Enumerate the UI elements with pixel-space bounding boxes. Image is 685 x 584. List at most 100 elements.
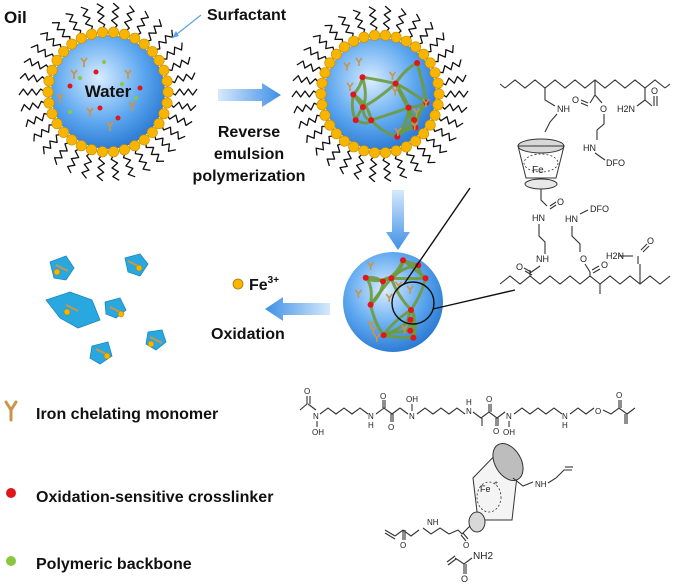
surfactant-head [379, 29, 391, 41]
chelator-monomer [70, 69, 78, 79]
surfactant-head [43, 75, 55, 87]
crosslink-node [388, 275, 395, 282]
iron-symbol: Fe [249, 277, 268, 294]
chelator-structure: O N OH N H O O N OH H N O O N OH N H O [299, 387, 636, 437]
surfactant-tail [110, 2, 120, 30]
surfactant-tail [169, 72, 196, 84]
legend-item-backbone: Polymeric backbone [6, 556, 192, 573]
surfactant-tail [292, 75, 320, 85]
crosslink-node [362, 274, 369, 281]
crosslink-node [368, 117, 375, 124]
chelator-monomer [412, 108, 421, 117]
acrylamide-structure: O NH2 [446, 551, 493, 584]
acryl-o: O [461, 574, 468, 584]
surfactant-head [379, 147, 391, 159]
surfactant-head [319, 109, 331, 121]
surfactant-tail [169, 101, 197, 112]
nanogel-core [324, 38, 436, 150]
xl-o1: O [463, 541, 469, 550]
arrow-oxidation [265, 297, 330, 321]
surfactant-head [153, 54, 165, 66]
oxidation-label: Oxidation [211, 326, 285, 343]
surfactant-tail [407, 13, 421, 40]
surfactant-tail [368, 155, 378, 183]
surfactant-tail [170, 88, 198, 96]
crosslinker-dot [67, 83, 73, 89]
chel-o6: O [595, 407, 601, 416]
legend-label-backbone: Polymeric backbone [36, 556, 192, 573]
surfactant-head [348, 141, 360, 153]
crosslink-node [359, 74, 366, 81]
surfactant-tail [395, 8, 407, 35]
step1-line1: Reverse [218, 124, 280, 141]
surfactant-head [43, 97, 55, 109]
surfactant-head [348, 35, 360, 47]
chel-h1: H [368, 421, 374, 430]
surfactant-tail [51, 21, 71, 42]
surfactant-tail [293, 102, 320, 114]
chel-o7: O [616, 391, 622, 400]
amine-label-3: HN [532, 213, 545, 223]
surfactant-head [324, 119, 336, 131]
crosslink-node [410, 334, 417, 341]
crosslink-node [407, 316, 414, 323]
surfactant-head [424, 57, 436, 69]
surfactant-heads [315, 29, 445, 159]
zoom-line-top [403, 187, 471, 285]
surfactant-head [118, 144, 130, 156]
surfactant-head [108, 26, 120, 38]
surfactant-head [42, 86, 54, 98]
surfactant-tail [303, 46, 328, 62]
surfactant-head [138, 134, 150, 146]
surfactant-tail [406, 149, 423, 173]
chel-o2: O [388, 423, 394, 432]
chelator-monomer [373, 333, 381, 342]
step1-line2: emulsion [214, 146, 284, 163]
surfactant-tail [154, 29, 174, 51]
oxygen-label-7: O [601, 260, 608, 270]
fe-plus-charge: + [494, 480, 498, 487]
surfactant-tail [432, 126, 457, 142]
surfactant-tail [432, 45, 454, 63]
surfactant-tail [324, 24, 344, 45]
polymer-strand [415, 62, 428, 103]
fragment-iron [53, 268, 61, 276]
surfactant-tail [312, 34, 335, 53]
fragment-iron [103, 352, 111, 360]
surfactant-tail [368, 6, 378, 33]
chelator-monomer [394, 127, 402, 136]
surfactant-tail [339, 148, 353, 175]
polymer-strand [389, 277, 413, 312]
surfactant-head [315, 88, 327, 100]
surfactant-head [162, 86, 174, 98]
surfactant-head [316, 99, 328, 111]
surfactant-tail [124, 5, 135, 32]
chelator-monomer [354, 289, 363, 298]
surfactant-tail [96, 3, 106, 30]
surfactant-head [418, 48, 430, 60]
surfactant-head [319, 67, 331, 79]
surfactant-head [410, 41, 422, 53]
surfactant-tail [25, 112, 50, 128]
fragment-chelator [149, 336, 163, 344]
backbone-dot [78, 76, 82, 80]
chelator-monomer [343, 62, 351, 71]
legend-label-crosslinker: Oxidation-sensitive crosslinker [36, 489, 273, 506]
chel-o4: O [493, 427, 499, 436]
chel-n1: N [313, 412, 319, 421]
surfactant-tail [145, 19, 163, 43]
surfactant-head [161, 97, 173, 109]
ferrocene-fe-label-2: Fe [480, 484, 491, 494]
chelator-symbol-icon [4, 400, 18, 422]
surfactant-tail [80, 6, 94, 32]
surfactant-head [432, 77, 444, 89]
micelle-polymerized [291, 5, 469, 183]
chelator-monomer [406, 285, 414, 294]
crosslinker-dot-icon [6, 488, 16, 498]
crosslink-node [407, 327, 414, 334]
surfactant-head [51, 54, 63, 66]
surfactant-tail [166, 114, 193, 127]
polymer-structure: NH O O HN DFO O H2N Fe O HN NH O DFO [499, 79, 671, 294]
dfo-label-2: DFO [590, 204, 609, 214]
surfactant-head [66, 134, 78, 146]
